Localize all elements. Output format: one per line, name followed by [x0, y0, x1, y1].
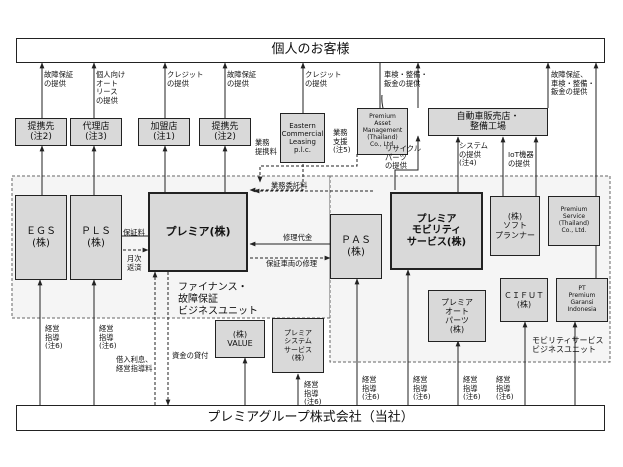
pam-box: Premium Asset Management (Thailand) Co.,… — [357, 108, 408, 155]
label-iot: IoT機器 の提供 — [508, 150, 534, 168]
partner-1-box: 提携先 (注2) — [15, 118, 67, 146]
soft-planner-box: (株) ソフト プランナー — [490, 196, 540, 256]
mobility-unit-label: モビリティサービス ビジネスユニット — [532, 336, 604, 355]
label-k5: 経営 指導 (注6) — [413, 375, 431, 402]
auto-parts-box: プレミア オート パーツ (株) — [428, 290, 486, 342]
company-box: プレミアグループ株式会社（当社） — [16, 405, 605, 431]
pt-premium-box: PT Premium Garansi Indonesia — [556, 278, 608, 322]
label-c4: 故障保証 の提供 — [227, 70, 257, 88]
label-gyomu-shien: 業務 支援 (注5) — [333, 128, 351, 155]
member-store-box: 加盟店 (注1) — [138, 118, 190, 146]
label-recycle: リサイクル パーツ の提供 — [385, 144, 422, 171]
pas-box: ＰＡＳ (株) — [330, 214, 382, 279]
label-hosho: 保証料 — [123, 228, 145, 237]
car-shop-box: 自動車販売店・ 整備工場 — [428, 108, 548, 136]
label-c2: 個人向け オート リース の提供 — [96, 70, 126, 105]
egs-box: ＥＧＳ (株) — [15, 195, 67, 280]
label-c7: 故障保証、 車検・整備・ 鈑金の提供 — [551, 70, 595, 97]
label-gyomu-teikei: 業務 提携料 — [255, 138, 277, 156]
arrow-c6 — [379, 63, 418, 108]
eastern-box: Eastern Commercial Leasing p.l.c. — [280, 113, 325, 163]
dealer-box: 代理店 (注3) — [70, 118, 122, 146]
label-c3: クレジット の提供 — [167, 70, 204, 88]
label-shikin: 資金の貸付 — [172, 351, 209, 360]
cifut-box: ＣＩＦＵＴ (株) — [500, 278, 548, 322]
label-k1: 経営 指導 (注6) — [45, 324, 63, 351]
premium-service-box: Premium Service (Thailand) Co., Ltd. — [548, 196, 600, 246]
premier-system-box: プレミア システム サービス (株) — [272, 318, 324, 373]
label-c1: 故障保証 の提供 — [44, 70, 74, 88]
customer-box: 個人のお客様 — [16, 38, 605, 63]
label-k2: 経営 指導 (注6) — [99, 324, 117, 351]
label-k7: 経営 指導 (注6) — [496, 375, 514, 402]
label-hosho-shuri: 保証車両の修理 — [266, 259, 318, 268]
finance-unit-label: ファイナンス・ 故障保証 ビジネスユニット — [178, 282, 258, 317]
label-k6: 経営 指導 (注6) — [463, 375, 481, 402]
pls-box: ＰＬＳ (株) — [70, 195, 122, 280]
label-shuri: 修理代金 — [283, 233, 313, 242]
value-box: (株) VALUE — [215, 320, 265, 358]
label-k4: 経営 指導 (注6) — [362, 375, 380, 402]
label-system: システム の提供 (注4) — [459, 141, 488, 168]
label-karire: 借入利息、 経営指導料 — [116, 355, 153, 373]
label-c5: クレジット の提供 — [305, 70, 342, 88]
label-gyomu-itaku: 業務委託料 — [271, 181, 308, 190]
premier-box: プレミア(株) — [148, 192, 248, 272]
pms-box: プレミア モビリティ サービス(株) — [390, 192, 483, 270]
label-getsuji: 月次 返済 — [127, 254, 142, 272]
partner-2-box: 提携先 (注2) — [199, 118, 251, 146]
label-c6: 車検・整備・ 鈑金の提供 — [384, 70, 428, 88]
label-k3: 経営 指導 (注6) — [304, 380, 322, 407]
